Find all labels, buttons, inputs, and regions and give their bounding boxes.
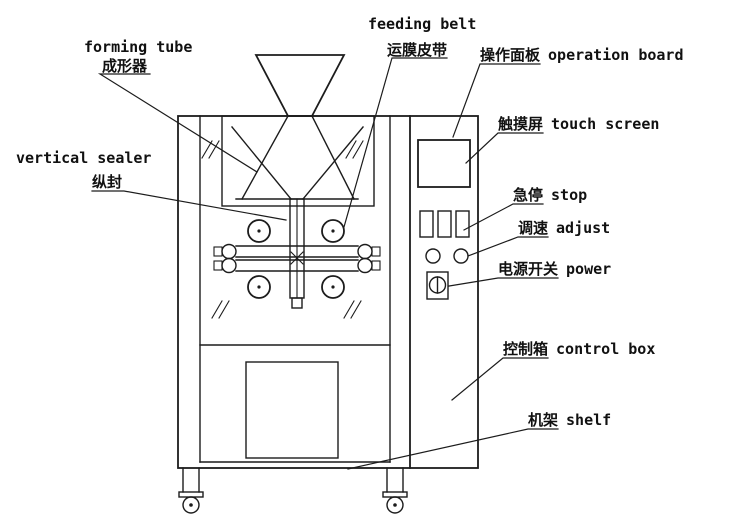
shelf-label-en: shelf bbox=[566, 411, 611, 429]
adjust-label: 调速 adjust bbox=[518, 219, 610, 237]
hopper-funnel bbox=[254, 54, 346, 117]
vertical-sealer-bar bbox=[289, 198, 305, 309]
stop-button-2 bbox=[437, 210, 452, 238]
operation-board-label-zh: 操作面板 bbox=[480, 46, 541, 64]
power-label-en: power bbox=[566, 260, 611, 278]
touch-screen-leader bbox=[465, 132, 544, 164]
feeding-belt-label-en: feeding belt bbox=[368, 15, 476, 33]
touch-screen-label-zh: 触摸屏 bbox=[498, 115, 543, 133]
control-box-label: 控制箱 control box bbox=[503, 340, 655, 358]
legs-casters bbox=[178, 467, 408, 514]
stop-label-en: stop bbox=[551, 186, 587, 204]
touch-screen-label-en: touch screen bbox=[551, 115, 659, 133]
adjust-label-en: adjust bbox=[556, 219, 610, 237]
pull-belt-assembly bbox=[213, 243, 381, 274]
shelf-label-zh: 机架 bbox=[528, 411, 558, 429]
control-box-label-zh: 控制箱 bbox=[503, 340, 548, 358]
power-label: 电源开关 power bbox=[498, 260, 611, 278]
power-leader bbox=[448, 277, 559, 287]
feeding-belt-label-zh: 运膜皮带 bbox=[387, 41, 447, 59]
operation-board-label-en: operation board bbox=[548, 46, 683, 64]
adjust-leader bbox=[467, 236, 549, 257]
vertical-sealer-leader bbox=[91, 190, 287, 221]
vertical-sealer-label-en: vertical sealer bbox=[16, 149, 151, 167]
cabinet-door bbox=[245, 361, 339, 459]
power-label-zh: 电源开关 bbox=[498, 260, 558, 278]
stop-button-3 bbox=[455, 210, 470, 238]
stop-label: 急停 stop bbox=[513, 186, 587, 204]
control-box-label-en: control box bbox=[556, 340, 655, 358]
control-box-leader bbox=[451, 357, 549, 401]
control-panel bbox=[417, 139, 471, 300]
operation-board-label: 操作面板 operation board bbox=[480, 46, 683, 64]
adjust-label-zh: 调速 bbox=[518, 219, 548, 237]
hatch-marks bbox=[201, 140, 364, 319]
touch-screen-display bbox=[417, 139, 471, 188]
forming-tube-leader bbox=[97, 73, 258, 173]
film-rollers bbox=[247, 219, 345, 299]
center-cross-marker bbox=[290, 251, 304, 265]
labels: forming tube 成形器 feeding belt 运膜皮带 操作面板 o… bbox=[16, 15, 683, 429]
operation-board-leader bbox=[452, 63, 541, 138]
stop-label-zh: 急停 bbox=[513, 186, 543, 204]
feeding-belt-leader bbox=[343, 57, 448, 228]
adjust-knob-left bbox=[425, 248, 441, 264]
touch-screen-label: 触摸屏 touch screen bbox=[498, 115, 659, 133]
stop-button-1 bbox=[419, 210, 434, 238]
adjust-knob-right bbox=[453, 248, 469, 264]
forming-tube-label-zh: 成形器 bbox=[102, 57, 148, 75]
shelf-label: 机架 shelf bbox=[528, 411, 611, 429]
power-switch-housing bbox=[426, 271, 449, 300]
stop-leader bbox=[463, 203, 544, 231]
leader-lines bbox=[91, 57, 559, 470]
vertical-sealer-label-zh: 纵封 bbox=[92, 173, 122, 191]
shelf-leader bbox=[347, 428, 559, 470]
forming-collar bbox=[221, 115, 375, 207]
forming-tube-label-en: forming tube bbox=[84, 38, 192, 56]
